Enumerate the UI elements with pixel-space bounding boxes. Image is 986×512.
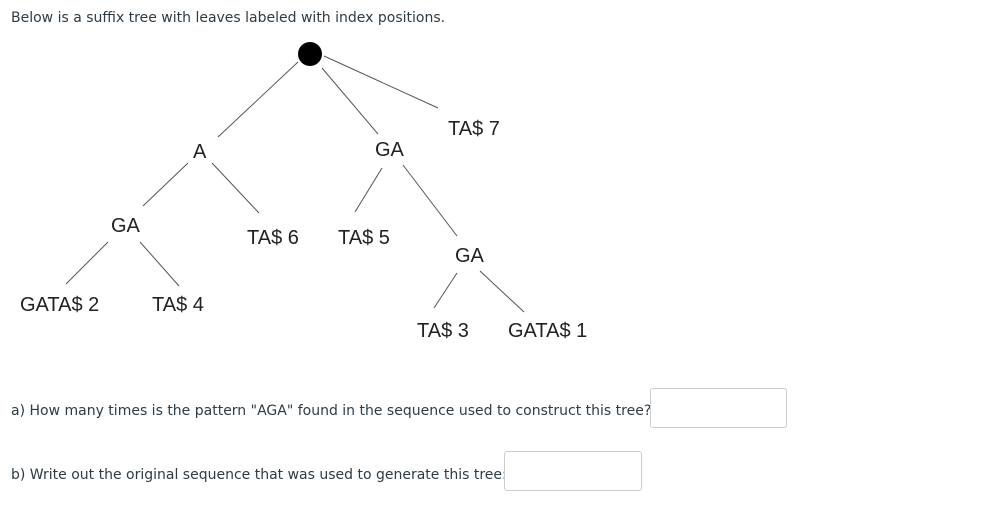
edge-root-to-ga [321,67,379,135]
edge-a-to-ga [142,162,189,207]
edge-label-ga-root: GA [375,139,405,161]
intro-text: Below is a suffix tree with leaves label… [11,10,446,26]
edge-root-to-a [217,61,299,138]
suffix-tree-diagram: A GA TA$ 7 GA TA$ 6 TA$ 5 GA GATA$ 2 TA$… [20,42,587,342]
leaf-label-3: TA$ 3 [417,320,469,342]
question-a-text: a) How many times is the pattern "AGA" f… [11,403,652,419]
edge-ga-to-leaf-4 [139,241,180,287]
edge-ga-to-leaf-5 [354,167,383,213]
leaf-label-4: TA$ 4 [152,294,204,316]
root-node [298,42,322,66]
answer-b-input[interactable] [504,451,642,491]
edge-label-ga-left: GA [111,215,141,237]
leaf-label-6: TA$ 6 [247,227,299,249]
leaf-label-2: GATA$ 2 [20,294,99,316]
edge-ga-to-leaf-2 [65,241,109,285]
edge-ga-to-ga [402,164,458,237]
answer-a-input[interactable] [650,388,787,428]
leaf-label-7: TA$ 7 [448,118,500,140]
leaf-label-1: GATA$ 1 [508,320,587,342]
leaf-label-5: TA$ 5 [338,227,390,249]
edge-ga-to-leaf-3 [433,272,458,309]
edge-label-ga-right: GA [455,245,485,267]
edge-label-a: A [193,141,207,163]
question-b-text: b) Write out the original sequence that … [11,467,507,483]
edge-root-to-leaf-7 [323,55,439,109]
edge-ga-to-leaf-1 [479,270,525,313]
edge-a-to-leaf-6 [211,162,260,214]
